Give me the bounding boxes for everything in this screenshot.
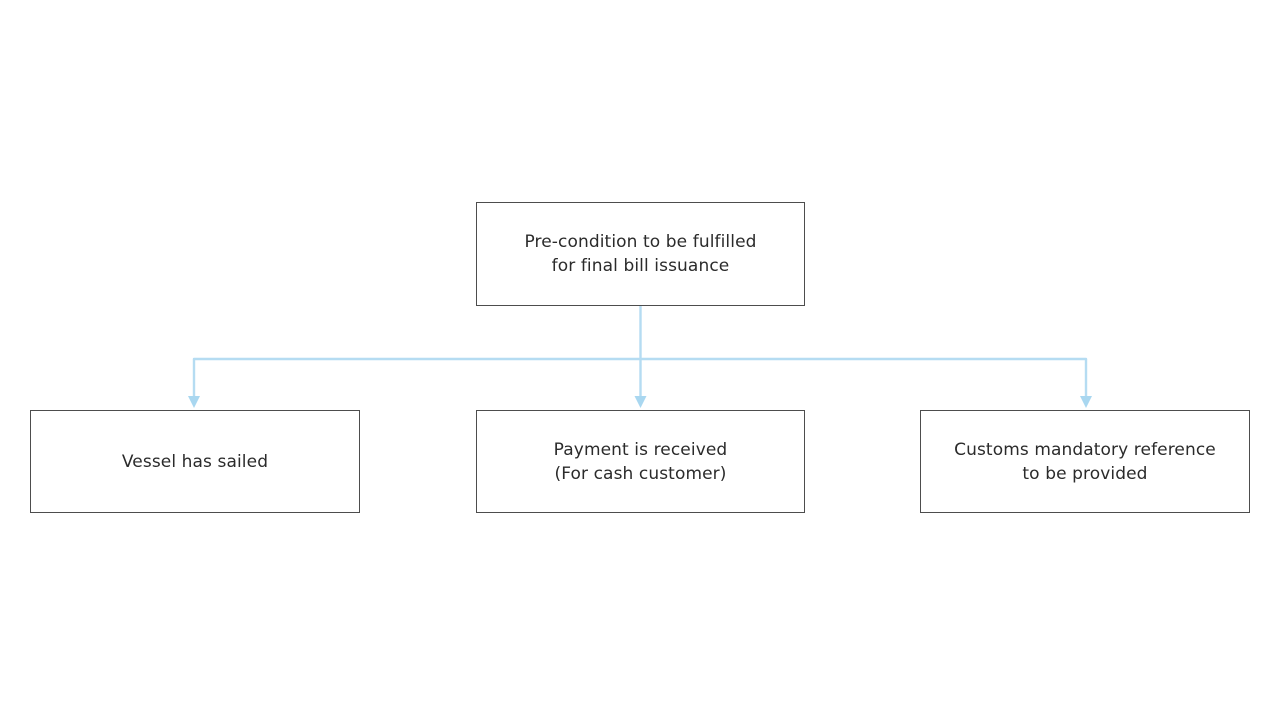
node-child-1-label: Payment is received (For cash customer) xyxy=(553,439,728,484)
node-precondition-root[interactable]: Pre-condition to be fulfilled for final … xyxy=(476,202,805,306)
arrowhead-right-icon xyxy=(1080,396,1092,408)
node-child-0-label: Vessel has sailed xyxy=(121,451,269,472)
node-vessel-has-sailed[interactable]: Vessel has sailed xyxy=(30,410,360,513)
node-child-2-label: Customs mandatory reference to be provid… xyxy=(954,439,1216,484)
arrowhead-left-icon xyxy=(188,396,200,408)
node-root-label: Pre-condition to be fulfilled for final … xyxy=(524,232,757,276)
arrowhead-center-icon xyxy=(634,396,647,408)
node-payment-is-received[interactable]: Payment is received (For cash customer) xyxy=(476,410,805,513)
node-customs-mandatory-reference[interactable]: Customs mandatory reference to be provid… xyxy=(920,410,1250,513)
